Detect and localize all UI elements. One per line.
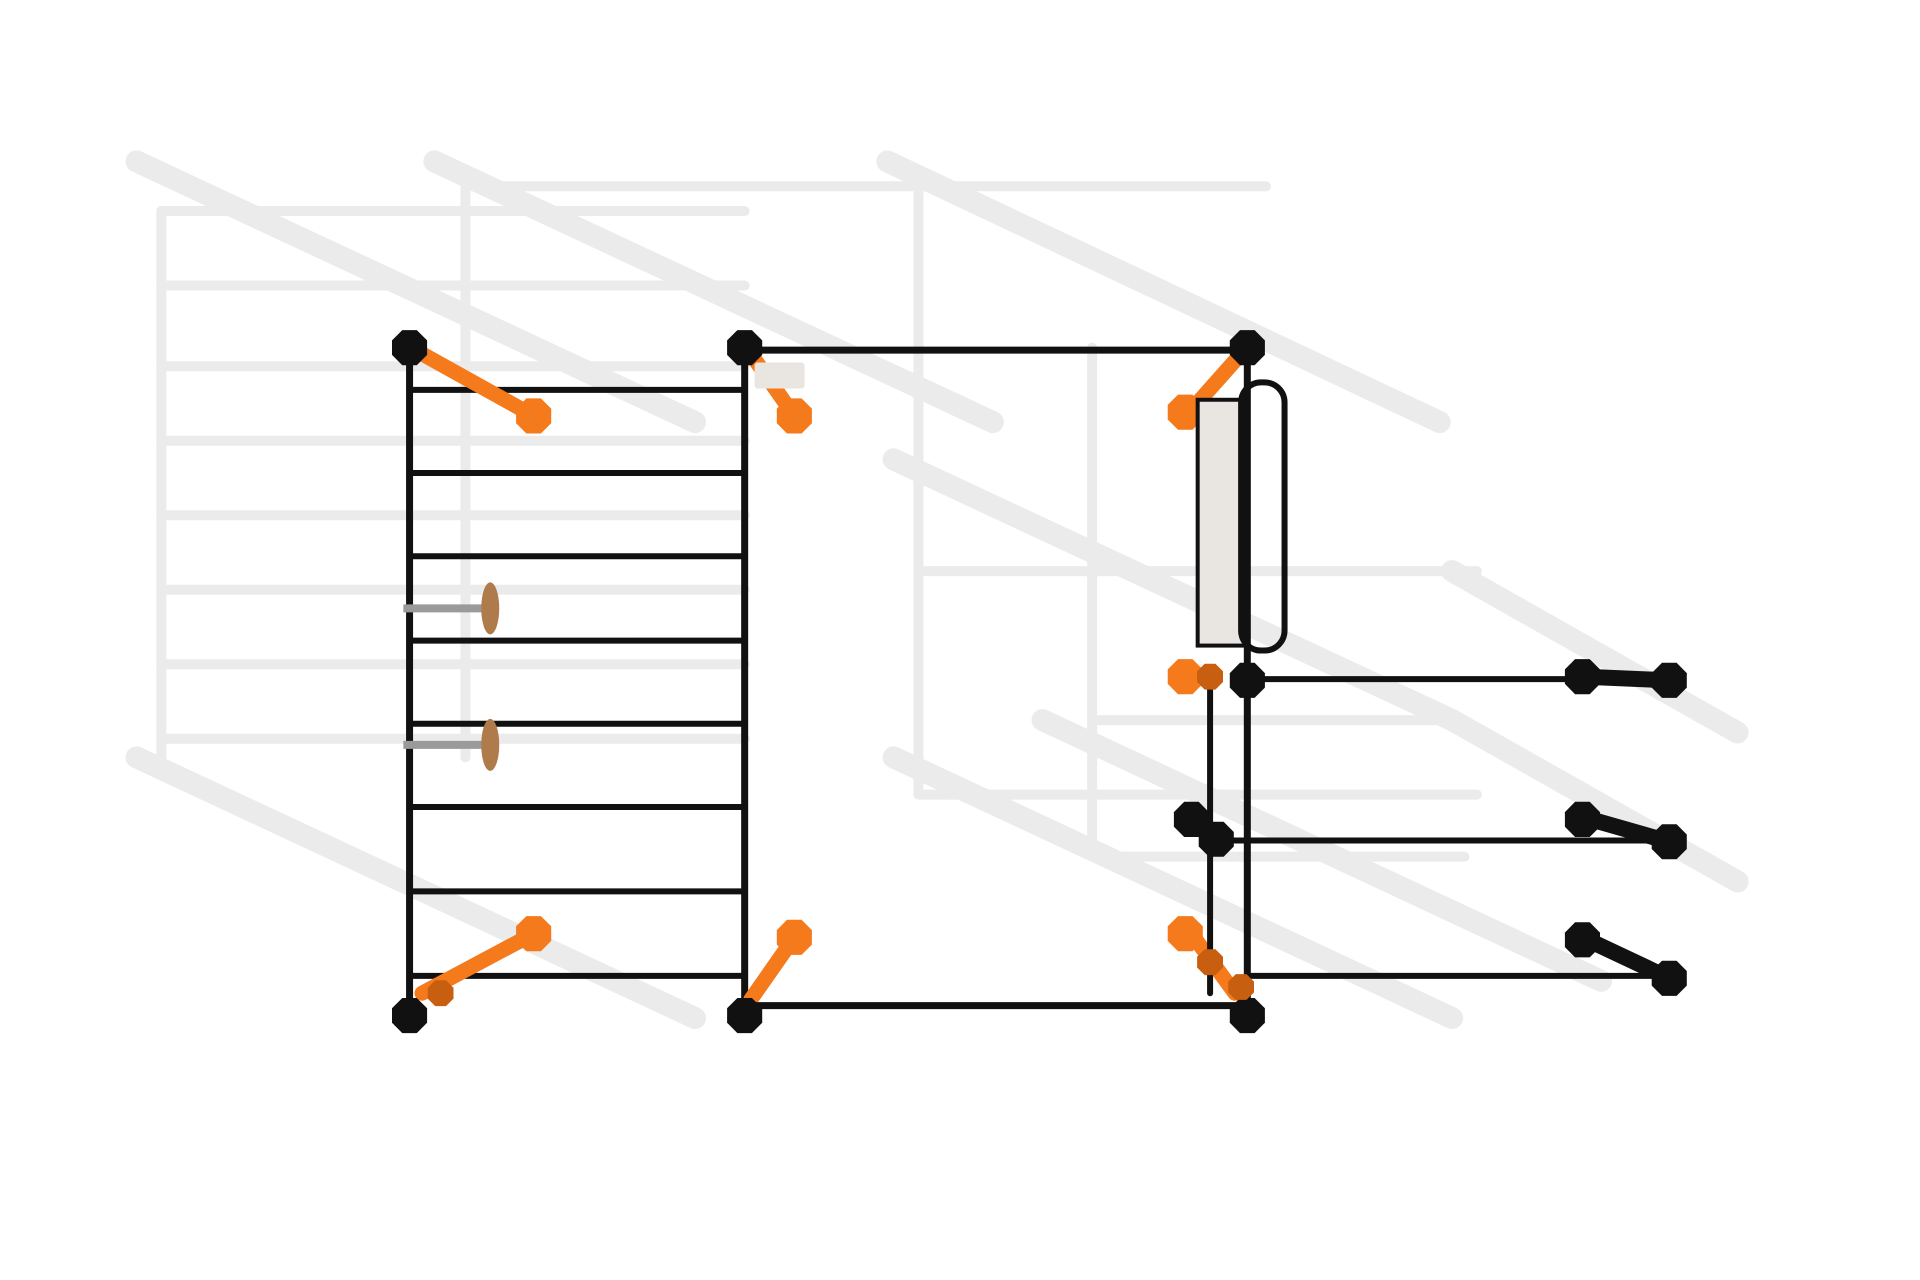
black-connector-cap <box>1564 659 1600 695</box>
back-board <box>1195 397 1247 648</box>
black-connector-cap <box>1651 960 1687 996</box>
accessories <box>403 362 1288 771</box>
black-connector-cap <box>727 330 763 366</box>
shadow-diagonal <box>1441 560 1749 744</box>
black-connector-cap <box>1198 821 1234 857</box>
mount-plate <box>754 362 805 389</box>
orange-strut <box>414 346 542 424</box>
black-connector-cap <box>727 998 763 1034</box>
black-connector-cap <box>1173 801 1209 837</box>
orange-connector-collar <box>1197 663 1223 690</box>
orange-base-plate <box>776 398 812 434</box>
orange-connector-collar <box>427 980 454 1007</box>
orange-base-plate <box>516 398 552 434</box>
shadow-diagonal <box>1031 709 1613 992</box>
orange-connector-collar <box>1228 974 1254 1000</box>
orange-base-plate <box>1167 659 1203 695</box>
black-connector-cap <box>1229 998 1265 1034</box>
support-struts <box>414 346 1249 1007</box>
orange-base-plate <box>1167 394 1203 430</box>
ground-shadow <box>125 150 1749 1030</box>
black-connector-cap <box>1564 801 1600 837</box>
black-connector-cap <box>1651 824 1687 860</box>
shadow-diagonal <box>125 150 707 434</box>
black-connector-cap <box>1564 922 1600 958</box>
orange-base-plate <box>776 919 812 955</box>
shadow-diagonal <box>876 150 1451 434</box>
black-connector-cap <box>392 330 428 366</box>
orange-connector-collar <box>1197 949 1223 976</box>
orange-base-plate <box>516 916 552 952</box>
shadow-diagonal <box>1441 709 1749 893</box>
black-connector-cap <box>1651 662 1687 698</box>
black-connector-cap <box>1229 662 1265 698</box>
connector-caps <box>392 330 1687 1034</box>
dip-handle-pad <box>481 718 500 771</box>
shadow-diagonal <box>125 746 707 1030</box>
orange-base-plate <box>1167 916 1203 952</box>
black-connector-cap <box>392 998 428 1034</box>
dip-handle-pad <box>481 582 500 635</box>
shadow-diagonal <box>423 150 1004 434</box>
grip-handle-frame <box>1238 379 1288 654</box>
black-connector-cap <box>1229 330 1265 366</box>
